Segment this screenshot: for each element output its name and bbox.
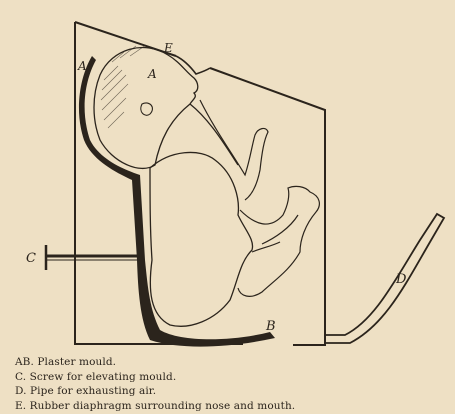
chamber-outline [75, 22, 325, 345]
legend-item-c: C. Screw for elevating mould. [15, 370, 445, 385]
infant-ear [141, 103, 153, 115]
figure-legend: AB. Plaster mould. C. Screw for elevatin… [15, 355, 445, 413]
legend-item-d: D. Pipe for exhausting air. [15, 384, 445, 399]
label-e: E [163, 41, 173, 55]
label-d: D [395, 272, 407, 287]
hair-hatching [101, 45, 146, 128]
legend-item-e: E. Rubber diaphragm surrounding nose and… [15, 399, 445, 414]
label-b: B [265, 319, 276, 334]
infant-head [94, 48, 198, 169]
label-a-upper: A [77, 59, 87, 73]
infant-body [150, 104, 253, 326]
elevating-screw-c [46, 245, 140, 270]
infant-legs [238, 186, 319, 296]
plaster-mould-ab [79, 56, 275, 347]
exhaust-pipe-d [325, 214, 444, 343]
legend-item-ab: AB. Plaster mould. [15, 355, 445, 370]
label-a-lower: A [147, 67, 157, 81]
label-c: C [26, 251, 36, 266]
